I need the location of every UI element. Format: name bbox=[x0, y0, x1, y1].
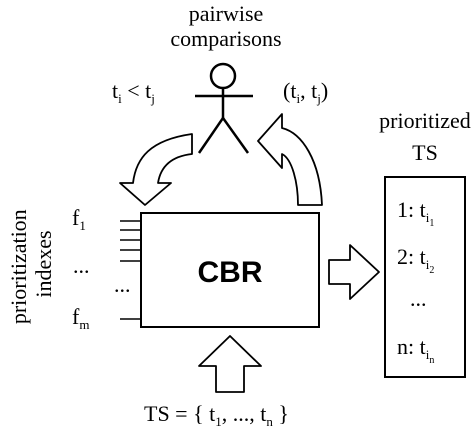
index-dots-middle: ... bbox=[114, 272, 131, 297]
index-fm-label: fm bbox=[72, 304, 89, 332]
ti-lt-tj-label: ti < tj bbox=[112, 78, 155, 106]
block-arrow-right-icon bbox=[328, 244, 380, 300]
prioritized-dots: ... bbox=[410, 286, 427, 311]
index-input-lines bbox=[120, 220, 141, 320]
input-ts-label: TS = { t1, ..., tn } bbox=[144, 401, 289, 429]
prioritization-indexes-title: prioritization indexes bbox=[6, 204, 56, 324]
curved-arrow-down-icon bbox=[119, 133, 193, 206]
ti-tj-pair-label: (ti, tj) bbox=[283, 78, 328, 106]
index-dots-upper: ... bbox=[73, 253, 90, 278]
curved-arrow-up-icon bbox=[257, 113, 323, 206]
prioritized-ts-title: prioritized bbox=[379, 108, 471, 133]
index-f1-label: f1 bbox=[72, 205, 86, 233]
prioritized-item: 1: ti1 bbox=[397, 197, 434, 229]
cbr-box bbox=[140, 212, 320, 328]
comparisons-label: comparisons bbox=[170, 26, 281, 51]
prioritized-ts-box bbox=[384, 176, 466, 378]
pairwise-label: pairwise bbox=[189, 1, 264, 26]
block-arrow-up-icon bbox=[198, 335, 262, 393]
prioritized-item: 2: ti2 bbox=[397, 244, 434, 276]
cbr-label: CBR bbox=[198, 256, 263, 289]
human-figure-icon bbox=[195, 62, 253, 154]
prioritized-item: n: tin bbox=[397, 334, 434, 366]
prioritized-ts-title-ts: TS bbox=[412, 140, 438, 165]
